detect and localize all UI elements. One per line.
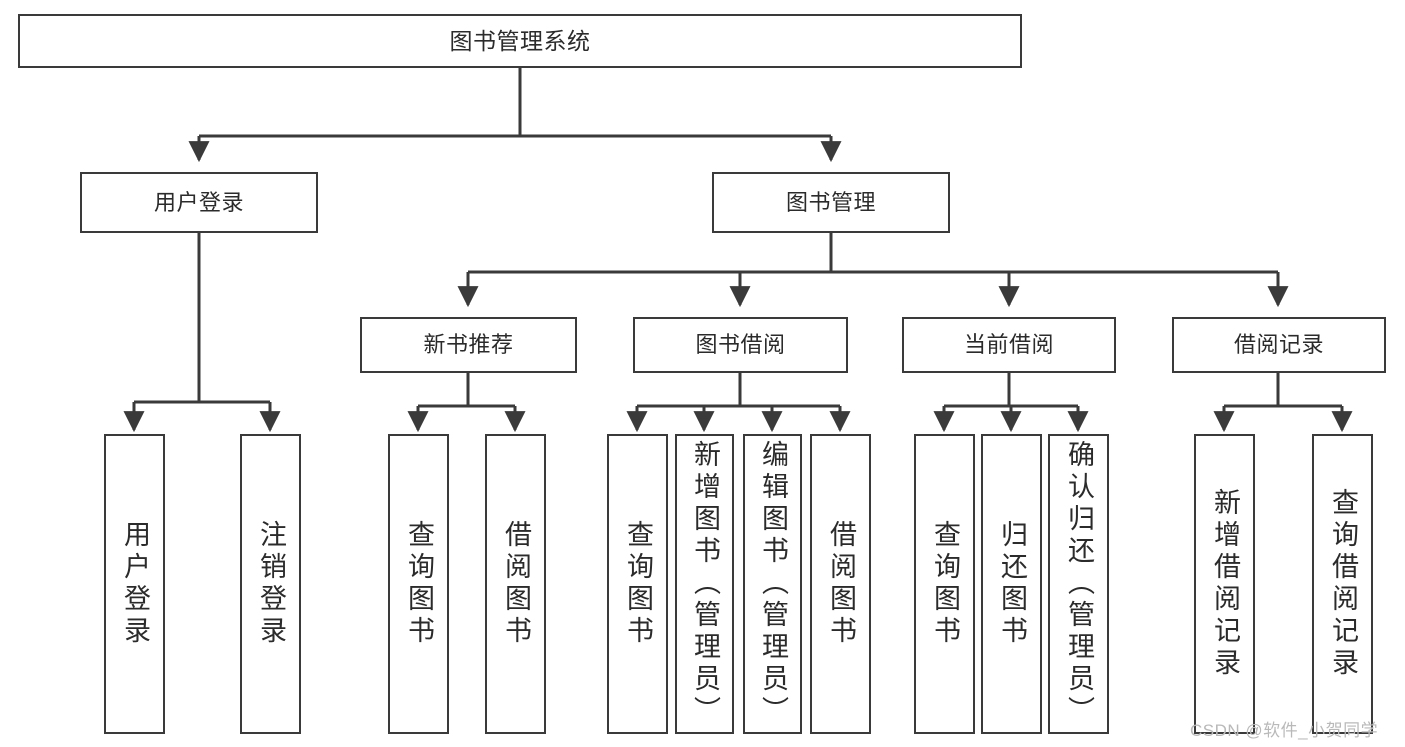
leaf-logout[interactable]: 注销登录 [240,434,301,734]
node-root-book-management-system[interactable]: 图书管理系统 [18,14,1022,68]
node-borrow-record[interactable]: 借阅记录 [1172,317,1386,373]
node-label: 当前借阅 [963,332,1054,358]
leaf-return-book[interactable]: 归还图书 [981,434,1042,734]
node-label: 借阅图书 [826,520,856,648]
node-current-borrow[interactable]: 当前借阅 [902,317,1116,373]
node-book-borrow[interactable]: 图书借阅 [633,317,848,373]
node-label: 新增借阅记录 [1210,488,1240,680]
node-label: 归还图书 [997,520,1027,648]
node-label: 用户登录 [153,189,244,215]
leaf-query-book-newbook[interactable]: 查询图书 [388,434,449,734]
node-label: 确认归还（管理员） [1064,440,1094,728]
node-user-login[interactable]: 用户登录 [80,172,318,233]
leaf-user-login[interactable]: 用户登录 [104,434,165,734]
node-label: 查询图书 [930,520,960,648]
leaf-query-book-borrow[interactable]: 查询图书 [607,434,668,734]
node-label: 图书管理 [785,189,876,215]
node-label: 用户登录 [120,520,150,648]
node-label: 图书管理系统 [449,27,591,54]
leaf-edit-book-admin[interactable]: 编辑图书（管理员） [743,434,802,734]
node-label: 注销登录 [256,520,286,648]
node-label: 编辑图书（管理员） [758,440,788,728]
node-label: 借阅图书 [501,520,531,648]
leaf-confirm-return-admin[interactable]: 确认归还（管理员） [1048,434,1109,734]
leaf-query-borrow-record[interactable]: 查询借阅记录 [1312,434,1373,734]
leaf-borrow-book[interactable]: 借阅图书 [810,434,871,734]
node-label: 借阅记录 [1233,332,1324,358]
node-label: 查询图书 [404,520,434,648]
leaf-query-book-current[interactable]: 查询图书 [914,434,975,734]
leaf-borrow-book-newbook[interactable]: 借阅图书 [485,434,546,734]
node-label: 图书借阅 [695,332,786,358]
node-new-book-recommend[interactable]: 新书推荐 [360,317,577,373]
node-label: 查询借阅记录 [1328,488,1358,680]
leaf-add-book-admin[interactable]: 新增图书（管理员） [675,434,734,734]
node-book-management[interactable]: 图书管理 [712,172,950,233]
leaf-add-borrow-record[interactable]: 新增借阅记录 [1194,434,1255,734]
node-label: 查询图书 [623,520,653,648]
node-label: 新书推荐 [423,332,514,358]
node-label: 新增图书（管理员） [690,440,720,728]
